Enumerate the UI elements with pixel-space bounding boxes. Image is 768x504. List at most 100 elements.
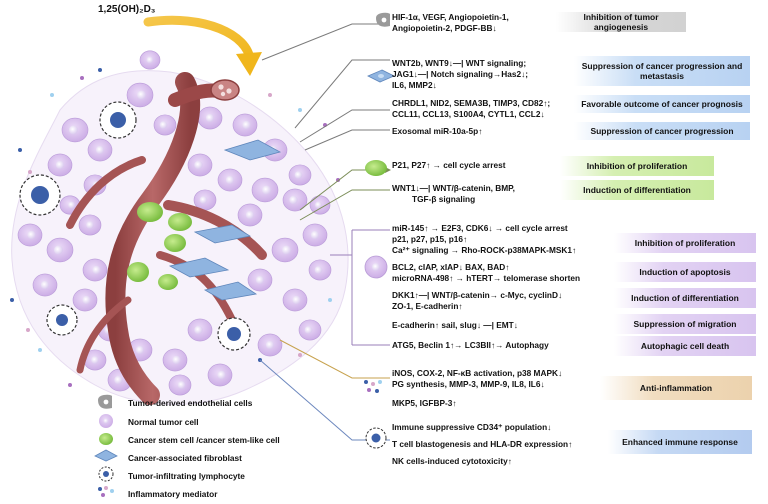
tumor-cell-nucleus <box>86 221 94 229</box>
effect-6-line-2: Ca²⁺ signaling → Rho-ROCK-p38MAPK-MSK1↑ <box>392 245 577 255</box>
vitamin-d-arrow <box>143 15 262 76</box>
outcome-box-3: Suppression of cancer progression <box>574 122 750 140</box>
tumor-cell-nucleus <box>194 325 203 335</box>
outcome-box-8: Induction of differentiation <box>614 288 756 308</box>
tumor-cell-nucleus <box>314 266 323 274</box>
group-icons <box>364 12 395 449</box>
tumor-cell-nucleus <box>68 201 75 209</box>
effect-11-line-2: MKP5, IGFBP-3↑ <box>392 398 457 408</box>
connector-lines <box>259 23 391 441</box>
tumor-cell-nucleus <box>40 280 50 290</box>
outcome-box-5: Induction of differentiation <box>560 180 714 200</box>
tumor-cell-nucleus <box>245 210 255 220</box>
blood-vessel <box>66 72 267 405</box>
outcome-box-6: Inhibition of proliferation <box>614 233 756 253</box>
effect-0-line-1: Angiopoietin-2, PDGF-BB↓ <box>392 23 497 33</box>
legend-lymphocyte-icon <box>98 466 114 482</box>
effect-2-line-0: CHRDL1, NID2, SEMA3B, TIMP3, CD82↑; <box>392 98 551 108</box>
effect-5-line-0: WNT1↓—| WNT/β-catenin, BMP, <box>392 183 515 193</box>
mediator-dot <box>80 76 84 80</box>
tumor-cell-nucleus <box>281 245 292 255</box>
tumor-cell-nucleus <box>199 196 208 204</box>
tumor-cell-nucleus <box>294 171 303 179</box>
outcome-box-10: Autophagic cell death <box>614 336 756 356</box>
fibroblasts <box>168 139 282 301</box>
legend-fibroblast-icon <box>94 449 118 462</box>
mediator-dot <box>298 353 302 357</box>
tumor-cell-nucleus <box>315 201 322 209</box>
effect-12-line-2: NK cells-induced cytotoxicity↑ <box>392 456 512 466</box>
mediator-dot <box>18 148 22 152</box>
effect-11-line-1: PG synthesis, MMP-3, MMP-9, IL8, IL6↓ <box>392 379 545 389</box>
effect-1-line-0: WNT2b, WNT9↓—| WNT signaling; <box>392 58 527 68</box>
effect-9-line-0: E-cadherin↑ sail, slug↓ —| EMT↓ <box>392 320 518 330</box>
effect-1-line-2: IL6, MMP2↓ <box>392 80 437 90</box>
tumor-cell-nucleus <box>310 230 320 240</box>
tumor-cell-nucleus <box>27 230 36 240</box>
effect-0-line-0: HIF-1α, VEGF, Angiopoietin-1, <box>392 12 509 22</box>
effect-12-line-1: T cell blastogenesis and HLA-DR expressi… <box>392 439 573 449</box>
tumor-cell-nucleus <box>53 245 64 255</box>
endothelial-group-icon <box>376 12 390 27</box>
tumor-cell-nucleus <box>255 275 265 285</box>
effect-4-line-0: P21, P27↑ → cell cycle arrest <box>392 160 506 170</box>
tumor-cell-nucleus <box>91 356 99 364</box>
outcome-box-4: Inhibition of proliferation <box>560 156 714 176</box>
effect-6-line-0: miR-145↑ → E2F3, CDK6↓ → cell cycle arre… <box>392 223 568 233</box>
outcome-box-2: Favorable outcome of cancer prognosis <box>574 95 750 113</box>
tumor-cell-nucleus <box>146 56 154 64</box>
tumor-cell-nucleus <box>82 295 91 305</box>
effect-5-line-1: TGF-β signaling <box>412 194 476 204</box>
legend-item-mediator: Inflammatory mediator <box>128 489 218 499</box>
tumor-cell-nucleus <box>159 121 168 129</box>
tumor-cell-nucleus <box>292 295 301 305</box>
fibroblast-group-icon <box>367 69 395 83</box>
outcome-box-7: Induction of apoptosis <box>614 262 756 282</box>
stem-cell-group-icon <box>365 160 387 176</box>
legend-item-stem-cell: Cancer stem cell /cancer stem-like cell <box>128 435 280 445</box>
tumor-cell-nucleus <box>265 340 275 350</box>
tumor-cell-nucleus <box>242 120 251 130</box>
legend-endothelial-icon <box>98 394 112 409</box>
tumor-cell-nucleus <box>55 160 65 170</box>
outcome-box-1: Suppression of cancer progression and me… <box>574 56 750 86</box>
mediator-dot <box>328 298 332 302</box>
tumor-cell-nucleus <box>177 381 186 389</box>
tumor-cell-nucleus <box>261 185 272 195</box>
mediator-dot <box>10 298 14 302</box>
legend-item-tumor-cell: Normal tumor cell <box>128 417 199 427</box>
legend-tumor-cell-icon <box>99 414 113 428</box>
tumor-cell-nucleus <box>225 175 235 185</box>
lymphocytes <box>19 101 251 351</box>
effect-8-line-0: DKK1↑—| WNT/β-catenin→ c-Myc, cyclinD↓ <box>392 290 563 300</box>
tumor-cell-nucleus <box>135 345 145 355</box>
mediator-group-icon <box>364 380 382 393</box>
outcome-box-0: Inhibition of tumor angiogenesis <box>556 12 686 32</box>
tumor-cell-nucleus <box>68 125 79 135</box>
effect-10-line-0: ATG5, Beclin 1↑→ LC3BII↑→ Autophagy <box>392 340 549 350</box>
tumor-cell-nucleus <box>289 195 298 205</box>
mediator-dot <box>28 170 32 174</box>
effect-7-line-1: microRNA-498↑ → hTERT→ telomerase shorte… <box>392 273 581 283</box>
vitamin-d-formula: 1,25(OH)₂D₃ <box>98 4 156 15</box>
legend-icons <box>94 394 118 497</box>
effect-1-line-1: JAG1↓—| Notch signaling→Has2↓; <box>392 69 529 79</box>
legend-item-fibroblast: Cancer-associated fibroblast <box>128 453 242 463</box>
legend-item-endothelial: Tumor-derived endothelial cells <box>128 398 253 408</box>
effect-6-line-1: p21, p27, p15, p16↑ <box>392 234 468 244</box>
tumor-cell-nucleus <box>136 90 147 100</box>
tumor-cell-group-icon <box>364 255 388 279</box>
mediator-dot <box>38 348 42 352</box>
mediator-dot <box>268 93 272 97</box>
mediator-dot <box>68 383 72 387</box>
mediator-dot <box>298 108 302 112</box>
tumor-cell-nucleus <box>205 113 215 123</box>
effect-11-line-0: iNOS, COX-2, NF-κB activation, p38 MAPK↓ <box>392 368 563 378</box>
tumor-cell-nucleus <box>92 265 101 275</box>
legend-mediator-icon <box>98 486 114 497</box>
lymphocyte-group-icon <box>365 427 387 449</box>
effect-8-line-1: ZO-1, E-cadherin↑ <box>392 301 463 311</box>
outcome-box-11: Anti-inflammation <box>600 376 752 400</box>
